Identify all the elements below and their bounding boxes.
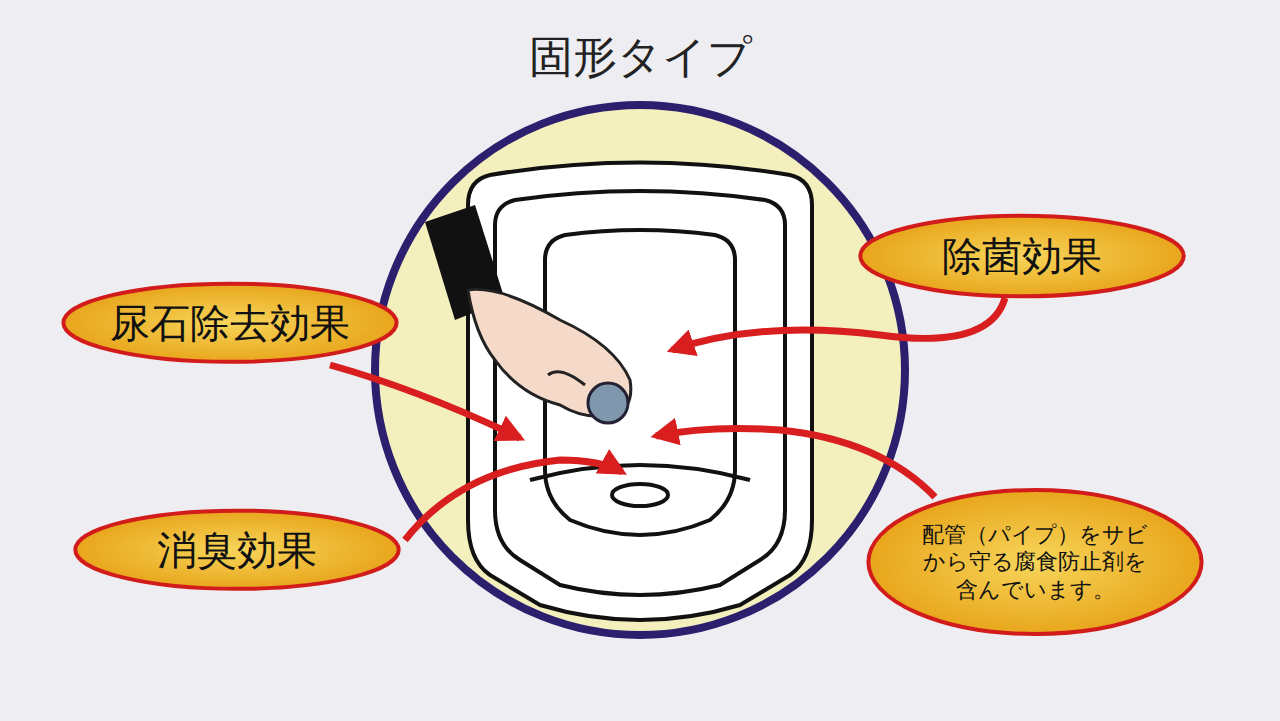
frame-circle	[375, 105, 905, 635]
oval-outline	[860, 216, 1183, 297]
oval-outline	[868, 490, 1201, 634]
oval-outline	[63, 284, 396, 362]
title: 固形タイプ	[529, 28, 752, 87]
callout-oval: 消臭効果	[72, 509, 402, 591]
callout-text: 除菌効果	[942, 231, 1102, 281]
callout-oval: 尿石除去効果	[60, 282, 400, 364]
oval-outline	[75, 511, 398, 589]
hand	[425, 205, 631, 423]
callout-oval: 除菌効果	[857, 214, 1187, 298]
callout-oval: 配管（パイプ）をサビから守る腐食防止剤を含んでいます。	[865, 487, 1205, 637]
leader-arrows	[330, 298, 1005, 540]
callout-text: 尿石除去効果	[110, 298, 350, 348]
urinal	[468, 163, 812, 621]
callout-text: 配管（パイプ）をサビから守る腐食防止剤を含んでいます。	[917, 521, 1153, 604]
callout-text: 消臭効果	[157, 525, 317, 575]
